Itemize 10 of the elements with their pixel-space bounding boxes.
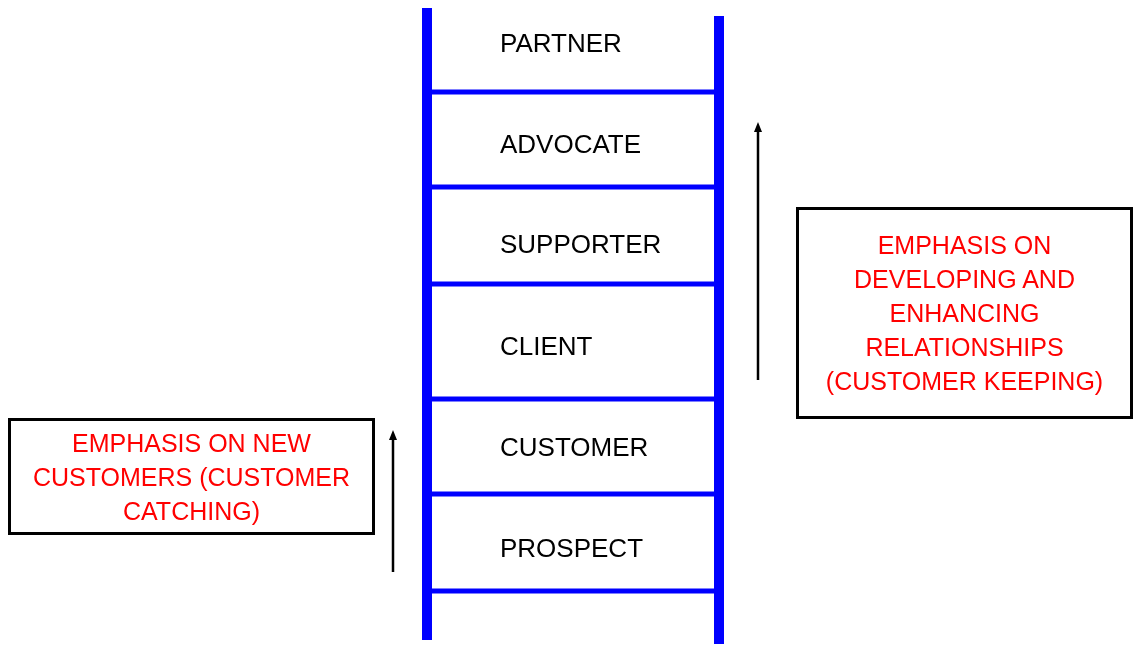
step-label: CUSTOMER [500,432,649,462]
note-text: EMPHASIS ON DEVELOPING AND ENHANCING RELATIONSHIPS (CUSTOMER KEEPING) [824,230,1105,397]
note-text: EMPHASIS ON NEW CUSTOMERS (CUSTOMER CATCHING) [31,427,352,527]
step-label: ADVOCATE [500,129,642,159]
note-box [796,207,1133,419]
step-label: CLIENT [500,331,593,361]
note-box [8,418,375,535]
step-label: SUPPORTER [500,229,662,259]
step-label: PROSPECT [500,533,644,563]
step-label: PARTNER [500,28,622,58]
